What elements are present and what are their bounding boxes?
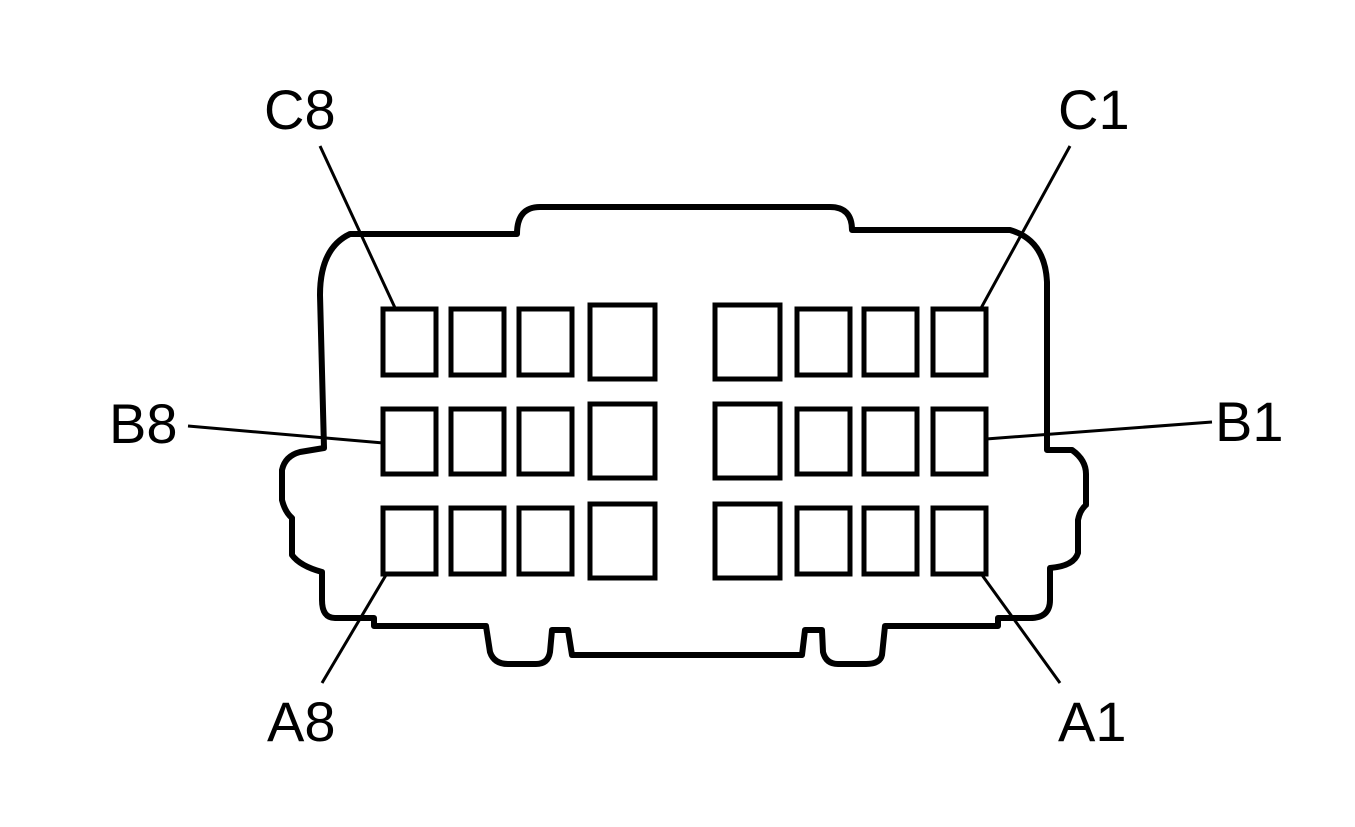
cavity-a8 — [380, 505, 439, 577]
leader-b1 — [985, 420, 1213, 441]
cavity-b7 — [448, 406, 507, 477]
leader-b8 — [187, 424, 384, 445]
cavity-a5 — [587, 501, 658, 581]
cavity-a6 — [516, 505, 575, 577]
cavity-b6 — [516, 406, 575, 477]
cavity-a2 — [861, 505, 920, 577]
leader-c1 — [978, 145, 1072, 311]
cavity-a1 — [930, 505, 989, 577]
cavity-b2 — [861, 406, 920, 477]
cavity-c4 — [712, 302, 783, 382]
label-c1: C1 — [1058, 78, 1130, 141]
leader-a1 — [980, 574, 1062, 684]
cavity-c1 — [930, 306, 989, 378]
label-a1: A1 — [1058, 690, 1127, 753]
cavity-c8 — [380, 306, 439, 378]
cavity-c6 — [516, 306, 575, 378]
leader-c8 — [318, 145, 398, 311]
label-b8: B8 — [109, 392, 178, 455]
row-a-cavities — [380, 501, 989, 581]
row-b-cavities — [380, 401, 989, 481]
cavity-c3 — [794, 306, 853, 378]
cavity-b8 — [380, 406, 439, 477]
label-b1: B1 — [1215, 390, 1284, 453]
cavity-a4 — [712, 501, 783, 581]
cavity-c2 — [861, 306, 920, 378]
label-c8: C8 — [264, 78, 336, 141]
cavity-b3 — [794, 406, 853, 477]
connector-housing-outline — [279, 204, 1089, 667]
label-a8: A8 — [267, 690, 336, 753]
cavity-b1 — [930, 406, 989, 477]
row-c-cavities — [380, 302, 989, 382]
cavity-c7 — [448, 306, 507, 378]
cavity-b5 — [587, 401, 658, 481]
cavity-b4 — [712, 401, 783, 481]
cavity-c5 — [587, 302, 658, 382]
cavity-a3 — [794, 505, 853, 577]
leader-a8 — [320, 574, 388, 684]
cavity-a7 — [448, 505, 507, 577]
